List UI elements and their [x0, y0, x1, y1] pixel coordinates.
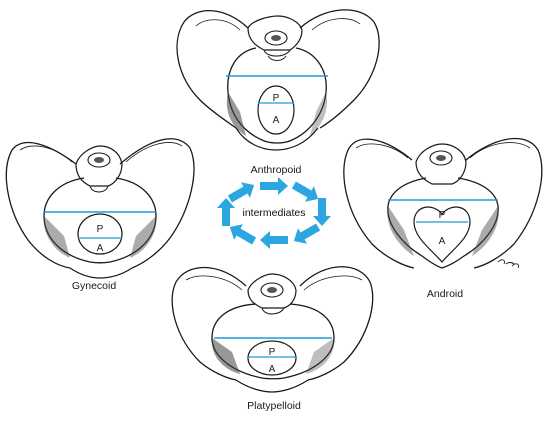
- intermediates-label: intermediates: [242, 207, 306, 219]
- arrow-top-right: [291, 181, 319, 202]
- anthropoid-lower-letter: A: [273, 115, 280, 126]
- caption-anthropoid: Anthropoid: [250, 164, 302, 176]
- platypelloid-lower-letter: A: [269, 364, 276, 375]
- caption-platypelloid: Platypelloid: [247, 400, 301, 412]
- arrow-right: [313, 198, 331, 226]
- arrow-bottom-right: [293, 223, 321, 244]
- pelvis-anthropoid: [176, 9, 380, 151]
- anthropoid-upper-letter: P: [273, 93, 280, 104]
- pelvis-platypelloid: [171, 266, 374, 393]
- pelvis-android: [343, 137, 543, 269]
- android-lower-letter: A: [439, 236, 446, 247]
- intermediates-arrow-ring: [217, 177, 331, 249]
- android-upper-letter: P: [439, 210, 446, 221]
- caption-android: Android: [426, 288, 464, 300]
- arrow-bottom-center: [260, 231, 288, 249]
- gynecoid-lower-letter: A: [97, 243, 104, 254]
- arrow-top-center: [260, 177, 288, 195]
- gynecoid-upper-letter: P: [97, 224, 104, 235]
- arrow-left: [217, 198, 235, 226]
- arrow-top-left: [227, 182, 255, 203]
- arrow-bottom-left: [229, 224, 257, 245]
- pelvis-gynecoid: [5, 138, 195, 279]
- platypelloid-upper-letter: P: [269, 347, 276, 358]
- caption-gynecoid: Gynecoid: [71, 280, 117, 292]
- artist-signature: [497, 259, 519, 269]
